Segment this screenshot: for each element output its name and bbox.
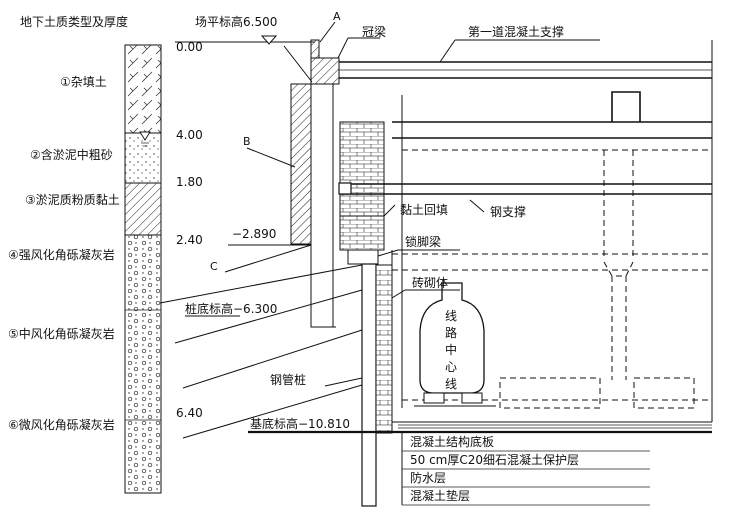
label-b: B	[243, 135, 251, 148]
ground-level-label: 场平标高6.500	[195, 14, 277, 29]
label-c: C	[210, 260, 218, 273]
masonry-label: 砖砌体	[412, 275, 448, 290]
layer-4-name: ④强风化角砾凝灰岩	[8, 247, 115, 262]
route-center-shape: 线 路 中 心 线	[414, 282, 496, 407]
crown-beam-label: 冠梁	[362, 24, 386, 39]
steel-pipe-pile-label: 钢管桩	[270, 372, 306, 387]
depth-5: 6.40	[176, 406, 203, 420]
pit-bottom-label: 基底标高−10.810	[250, 416, 350, 431]
layer1-fill	[124, 44, 162, 134]
pile-bottom-label: 桩底标高−6.300	[185, 301, 277, 316]
crown-beam	[310, 57, 340, 85]
layer-2-name: ②含淤泥中粗砂	[30, 147, 113, 162]
leaders	[185, 21, 600, 433]
layer-1-name: ①杂填土	[60, 75, 107, 89]
depth-3: 2.40	[176, 233, 203, 247]
layer3-clay	[124, 182, 162, 236]
route-center-char-3: 心	[445, 360, 457, 374]
brick-masonry-wall	[375, 264, 393, 434]
layer456-rock	[124, 234, 162, 494]
bottom-layer-1: 50 cm厚C20细石混凝土保护层	[410, 452, 579, 467]
lock-beam-label: 锁脚梁	[405, 234, 441, 249]
route-center-char-0: 线	[445, 309, 457, 323]
retaining-structure	[228, 39, 393, 507]
clay-backfill-label: 黏土回填	[400, 203, 448, 217]
depth-0: 0.00	[176, 40, 203, 54]
bottom-layer-0: 混凝土结构底板	[410, 434, 494, 449]
lock-beam	[347, 249, 379, 265]
wall-b	[290, 83, 312, 245]
ground-level-marker	[175, 35, 315, 45]
inclined-anchors	[159, 244, 363, 439]
first-support-label: 第一道混凝土支撑	[468, 24, 564, 39]
depth-2: 1.80	[176, 175, 203, 189]
water-level-icon	[139, 131, 151, 147]
soil-column	[124, 44, 162, 494]
layer-6-name: ⑥微风化角砾凝灰岩	[8, 417, 115, 432]
route-center-char-1: 路	[445, 325, 457, 340]
bottom-layer-3: 混凝土垫层	[410, 488, 470, 503]
elev-label: −2.890	[232, 227, 276, 241]
layer-5-name: ⑤中风化角砾凝灰岩	[8, 326, 115, 341]
layer-3-name: ③淤泥质粉质黏土	[25, 193, 120, 207]
soil-title: 地下土质类型及厚度	[20, 14, 128, 29]
layer2-sand	[124, 132, 162, 184]
depth-1: 4.00	[176, 128, 203, 142]
steel-support-label: 钢支撑	[490, 204, 526, 219]
pile	[310, 83, 334, 328]
supports	[338, 40, 713, 432]
steel-pipe-pile	[361, 263, 377, 507]
route-center-char-4: 线	[445, 377, 457, 391]
label-a: A	[333, 10, 341, 23]
route-center-char-2: 中	[445, 342, 457, 357]
bottom-layer-2: 防水层	[410, 470, 446, 485]
